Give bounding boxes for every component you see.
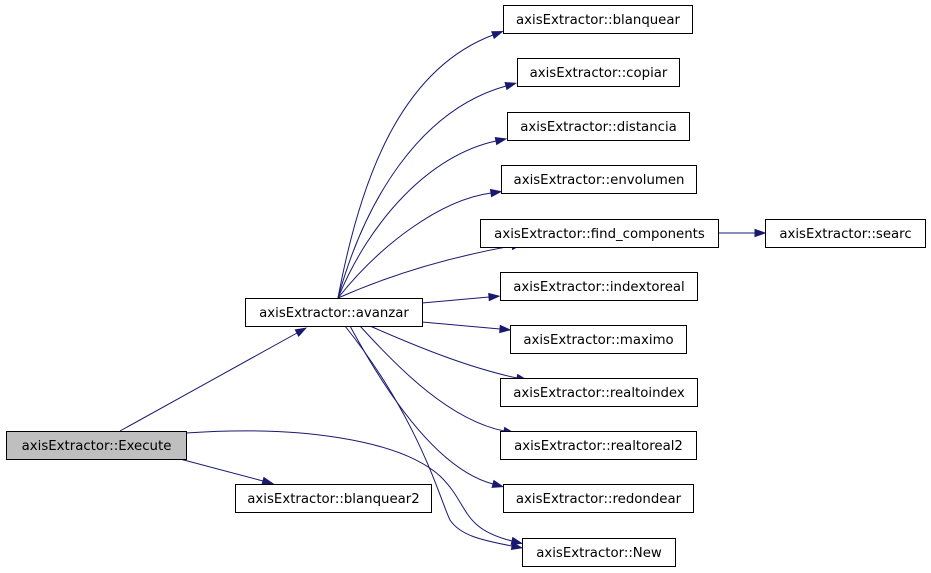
node-find-components[interactable]: axisExtractor::find_components — [480, 219, 719, 248]
node-label: axisExtractor::Execute — [22, 439, 172, 454]
node-execute: axisExtractor::Execute — [6, 431, 187, 460]
edge-avanzar-to-blanquear — [337, 30, 504, 299]
node-indextoreal[interactable]: axisExtractor::indextoreal — [500, 272, 698, 301]
arrowhead-icon — [494, 137, 508, 146]
edge-line — [179, 458, 264, 482]
arrowhead-icon — [491, 30, 504, 40]
node-label: axisExtractor::redondear — [516, 492, 682, 507]
arrowhead-icon — [754, 228, 767, 238]
edge-line — [337, 245, 513, 299]
edge-avanzar-to-maximo — [421, 321, 512, 334]
node-box — [522, 538, 676, 567]
node-searc[interactable]: axisExtractor::searc — [765, 219, 926, 248]
arrowhead-icon — [491, 479, 505, 488]
node-box — [500, 272, 698, 301]
node-box — [503, 484, 694, 513]
node-realtoindex[interactable]: axisExtractor::realtoindex — [500, 378, 698, 407]
edge-avanzar-to-realtoreal2 — [359, 325, 516, 435]
edge-line — [119, 332, 298, 432]
edge-line — [337, 192, 492, 299]
edge-line — [421, 321, 501, 330]
node-avanzar[interactable]: axisExtractor::avanzar — [245, 298, 423, 327]
arrowhead-icon — [504, 82, 518, 91]
node-maximo[interactable]: axisExtractor::maximo — [510, 325, 687, 354]
arrowhead-icon — [294, 327, 308, 337]
node-label: axisExtractor::blanquear2 — [247, 492, 419, 507]
edge-avanzar-to-redondear — [349, 325, 505, 488]
edge-line — [359, 325, 505, 432]
node-box — [6, 431, 187, 460]
arrowhead-icon — [489, 188, 503, 198]
node-box — [517, 58, 680, 87]
node-label: axisExtractor::New — [536, 546, 662, 561]
edge-line — [185, 430, 513, 542]
node-box — [245, 298, 423, 327]
node-envolumen[interactable]: axisExtractor::envolumen — [501, 165, 697, 194]
node-label: axisExtractor::avanzar — [259, 306, 409, 321]
nodes-layer: axisExtractor::Execute axisExtractor::ava… — [6, 5, 926, 567]
edge-avanzar-to-copiar — [337, 82, 518, 299]
node-label: axisExtractor::blanquear — [516, 13, 680, 28]
node-box — [501, 165, 697, 194]
node-box — [507, 112, 690, 141]
arrowhead-icon — [499, 324, 512, 334]
arrowhead-icon — [510, 541, 524, 551]
node-distancia[interactable]: axisExtractor::distancia — [507, 112, 690, 141]
arrowhead-icon — [261, 476, 275, 485]
node-box — [503, 5, 693, 34]
node-box — [235, 484, 432, 513]
arrowhead-icon — [488, 292, 501, 302]
edge-line — [337, 34, 494, 299]
node-label: axisExtractor::maximo — [523, 333, 673, 348]
node-label: axisExtractor::envolumen — [514, 173, 685, 188]
edge-avanzar-to-new — [344, 325, 524, 551]
node-label: axisExtractor::searc — [779, 227, 911, 242]
node-blanquear[interactable]: axisExtractor::blanquear — [503, 5, 693, 34]
edge-avanzar-to-distancia — [337, 137, 508, 299]
node-label: axisExtractor::distancia — [520, 120, 677, 135]
arrowhead-icon — [510, 536, 524, 545]
node-realtoreal2[interactable]: axisExtractor::realtoreal2 — [500, 431, 697, 460]
edge-line — [421, 296, 490, 304]
node-label: axisExtractor::realtoreal2 — [514, 439, 683, 454]
node-label: axisExtractor::find_components — [494, 227, 705, 242]
edge-line — [337, 85, 507, 299]
edge-execute-to-avanzar — [119, 327, 308, 432]
node-copiar[interactable]: axisExtractor::copiar — [517, 58, 680, 87]
node-box — [765, 219, 926, 248]
node-redondear[interactable]: axisExtractor::redondear — [503, 484, 694, 513]
edge-line — [349, 325, 494, 485]
node-label: axisExtractor::indextoreal — [513, 280, 685, 295]
node-label: axisExtractor::copiar — [530, 66, 668, 81]
edge-line — [337, 140, 497, 299]
node-label: axisExtractor::realtoindex — [513, 386, 685, 401]
edge-avanzar-to-envolumen — [337, 188, 503, 299]
edge-line — [344, 325, 513, 547]
edge-line — [369, 325, 518, 379]
edge-avanzar-to-find_components — [337, 241, 524, 299]
edge-execute-to-new — [185, 430, 524, 545]
node-box — [510, 325, 687, 354]
edge-avanzar-to-realtoindex — [369, 325, 529, 382]
node-blanquear2[interactable]: axisExtractor::blanquear2 — [235, 484, 432, 513]
edge-execute-to-blanquear2 — [179, 458, 275, 485]
node-new[interactable]: axisExtractor::New — [522, 538, 676, 567]
node-box — [480, 219, 719, 248]
edge-avanzar-to-indextoreal — [421, 292, 501, 304]
node-box — [500, 431, 697, 460]
edge-find_components-to-searc — [718, 228, 767, 238]
node-box — [500, 378, 698, 407]
